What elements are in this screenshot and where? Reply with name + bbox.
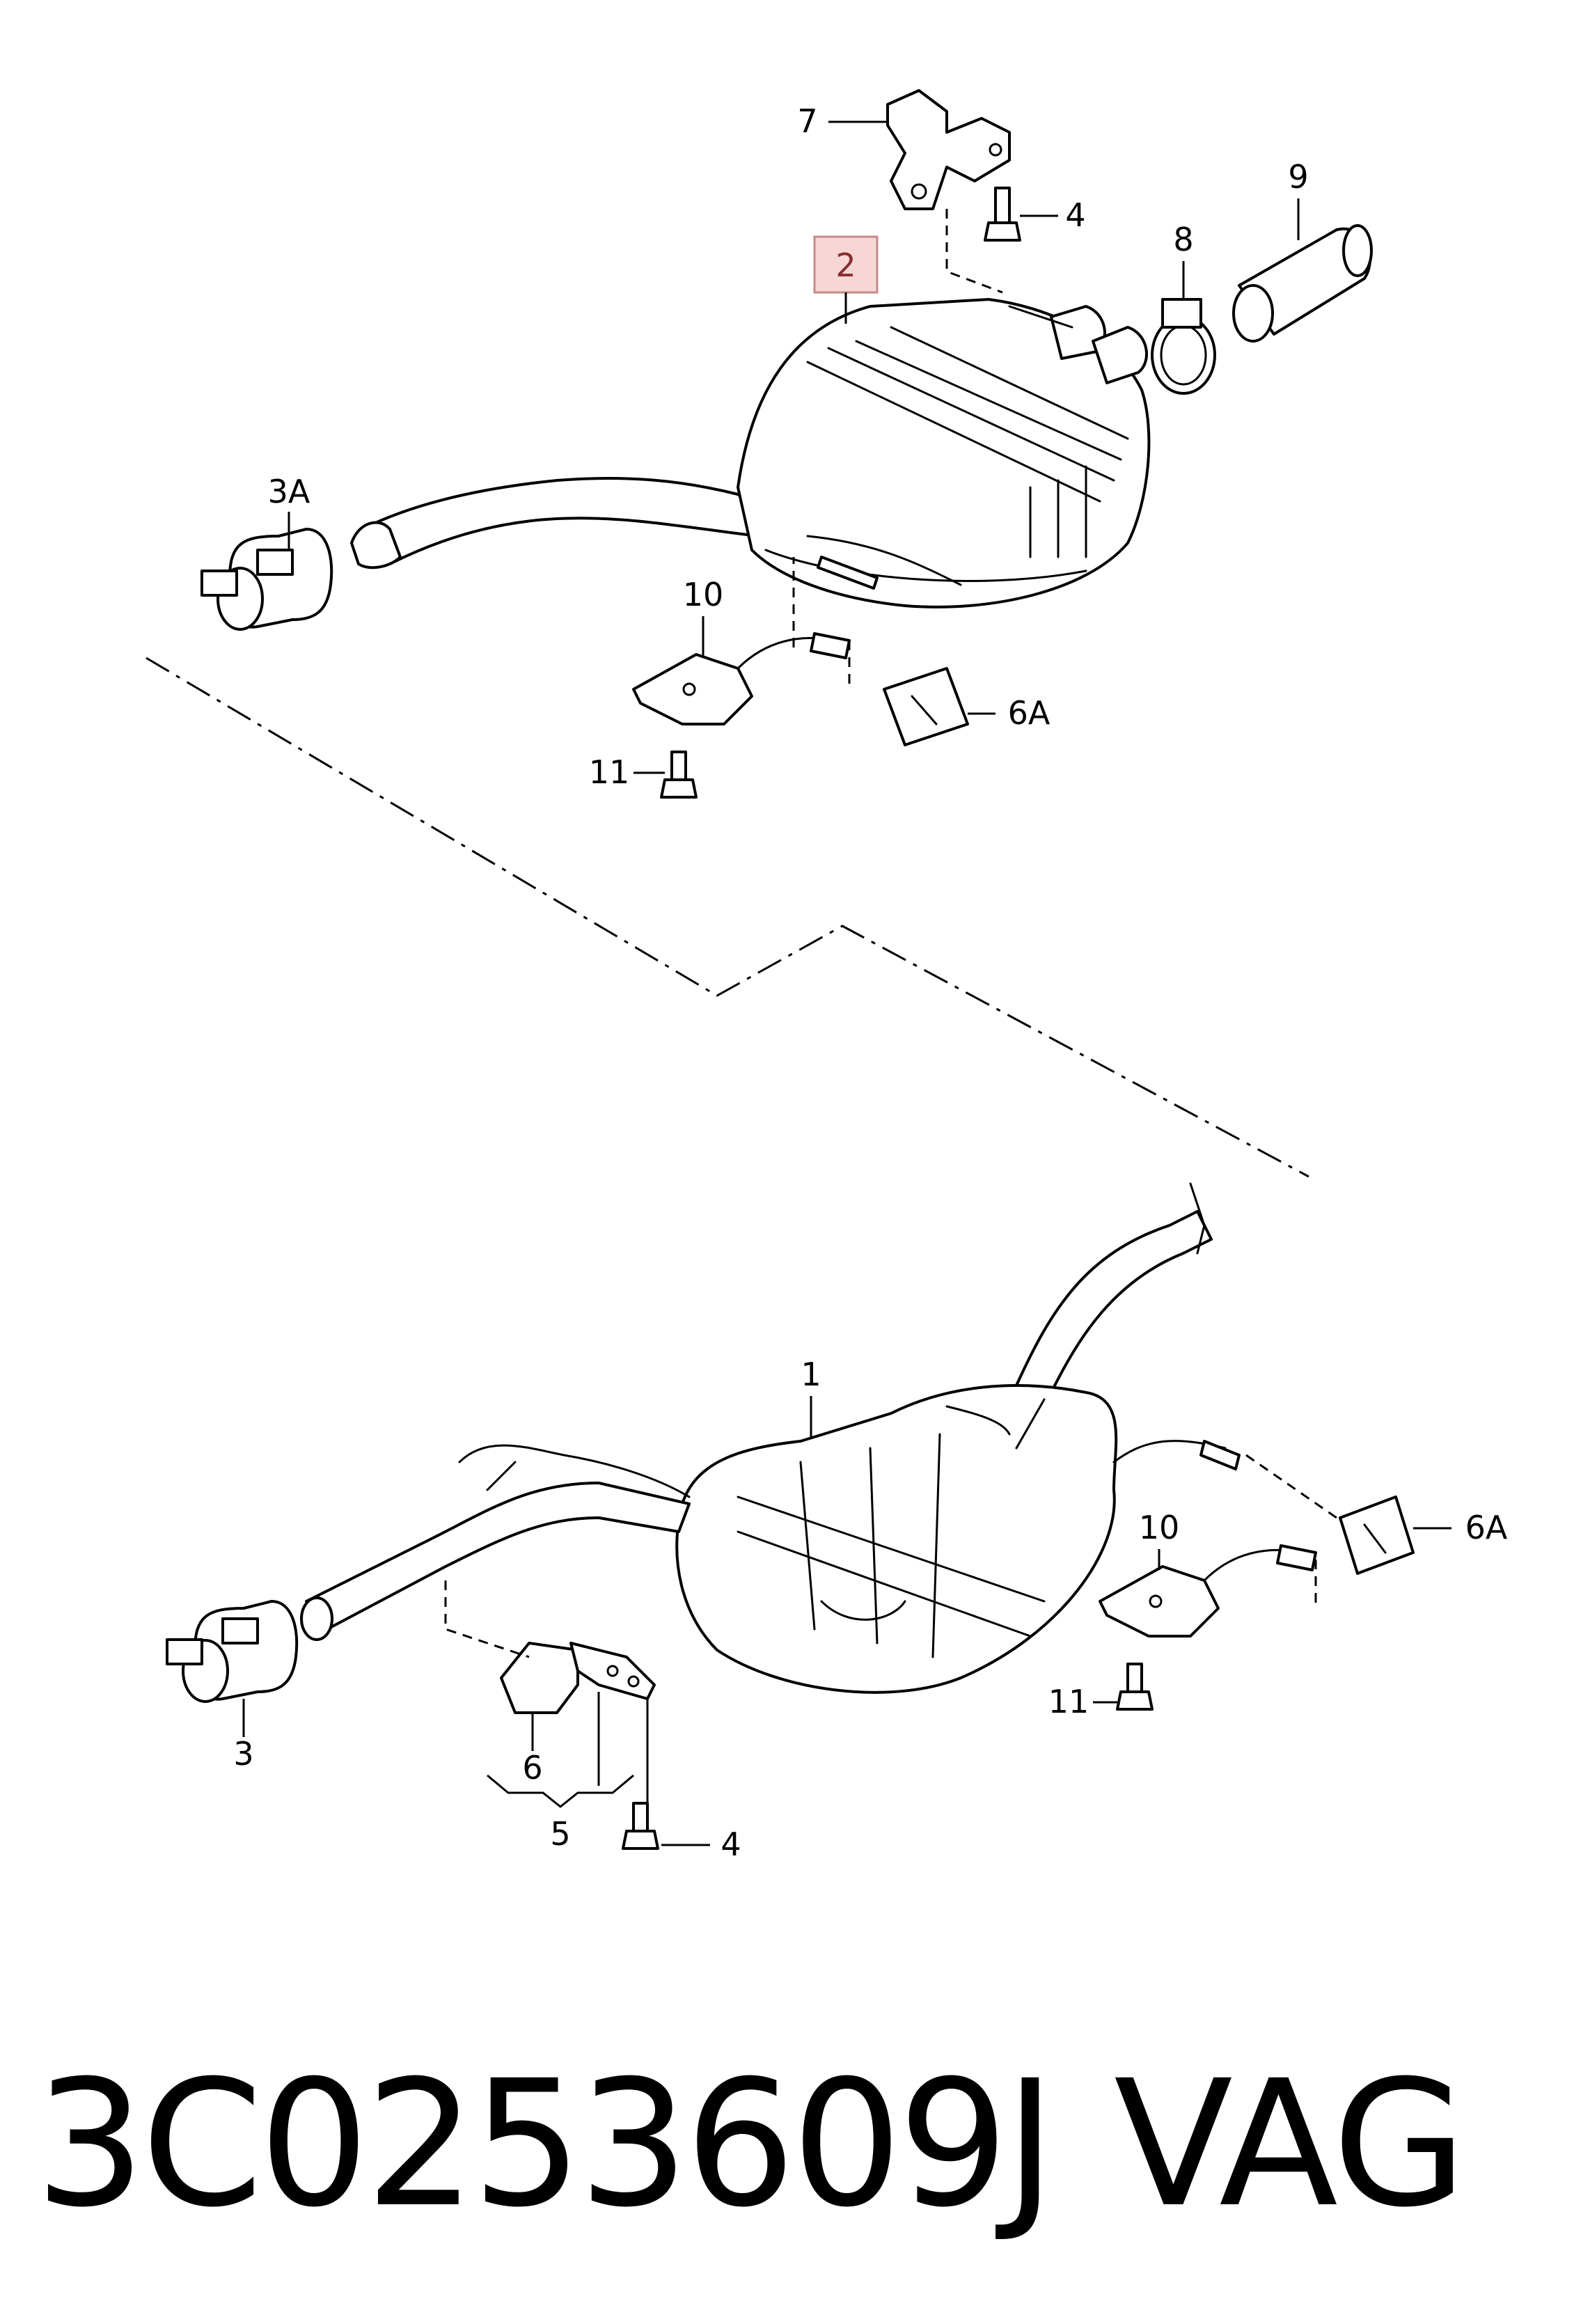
callout-3[interactable]: 3 xyxy=(233,1735,253,1773)
callout-10-bottom[interactable]: 10 xyxy=(1139,1509,1180,1546)
rear-silencer-assembly xyxy=(350,298,1151,609)
callout-1[interactable]: 1 xyxy=(801,1356,821,1393)
callout-4-bottom[interactable]: 4 xyxy=(721,1826,741,1863)
callout-6[interactable]: 6 xyxy=(522,1749,542,1787)
callout-4-top[interactable]: 4 xyxy=(1065,196,1085,234)
separator-line xyxy=(145,657,1309,1178)
callout-6a-bottom[interactable]: 6A xyxy=(1465,1509,1508,1546)
rubber-mount-6a-top xyxy=(883,667,969,746)
callout-10-top[interactable]: 10 xyxy=(683,576,724,613)
bracket-10-bottom xyxy=(1099,1544,1317,1638)
callout-11-top[interactable]: 11 xyxy=(589,753,630,791)
callout-2[interactable]: 2 xyxy=(835,246,856,284)
callout-9[interactable]: 9 xyxy=(1288,158,1308,196)
bracket-10-top xyxy=(632,632,851,725)
callout-3a[interactable]: 3A xyxy=(268,473,310,510)
brand-label: VAG xyxy=(1114,2043,1467,2245)
callout-7[interactable]: 7 xyxy=(797,102,817,140)
clamp-3 xyxy=(166,1600,299,1703)
bolt-4-bottom xyxy=(622,1802,659,1850)
relation-line xyxy=(444,1580,530,1658)
rubber-mount-6a-bottom xyxy=(1339,1495,1415,1575)
callout-8[interactable]: 8 xyxy=(1173,221,1193,258)
callout-5[interactable]: 5 xyxy=(550,1815,570,1853)
tailpipe-9 xyxy=(1232,224,1373,343)
bracket-7 xyxy=(886,89,1011,210)
callout-11-bottom[interactable]: 11 xyxy=(1048,1683,1089,1720)
bolt-11-top xyxy=(660,751,698,799)
bracket-5 xyxy=(500,1642,656,1714)
centre-silencer-assembly xyxy=(300,1182,1241,1694)
callout-5-brace xyxy=(487,1774,634,1808)
bolt-11-bottom xyxy=(1116,1663,1154,1711)
clamp-3a xyxy=(200,528,333,631)
relation-line xyxy=(1245,1454,1337,1519)
part-number: 3C0253609J xyxy=(35,2043,1056,2245)
footer: 3C0253609J VAG xyxy=(0,2040,1574,2305)
callout-6a-top[interactable]: 6A xyxy=(1008,694,1050,732)
exhaust-parts-diagram: 2 7 4 9 8 3A 10 6A 11 1 10 6A 11 3 6 5 4 xyxy=(145,89,1508,1863)
bolt-4-top xyxy=(984,187,1021,242)
callout-2-highlight xyxy=(813,235,879,294)
relation-line xyxy=(945,209,1003,294)
clamp-8 xyxy=(1151,298,1216,395)
